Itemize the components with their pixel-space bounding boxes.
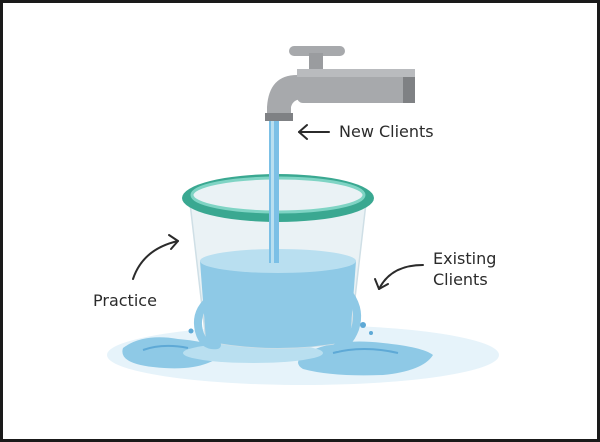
existing-clients-line2: Clients [433, 269, 488, 289]
new-clients-label: New Clients [339, 122, 434, 141]
water-stream [269, 118, 279, 263]
existing-clients-label: Existing Clients [433, 249, 496, 291]
existing-clients-line1: Existing [433, 249, 497, 268]
faucet-icon [265, 46, 415, 121]
leaky-bucket-illustration [107, 46, 499, 385]
arrow-icon [132, 124, 424, 290]
practice-label: Practice [93, 291, 157, 310]
